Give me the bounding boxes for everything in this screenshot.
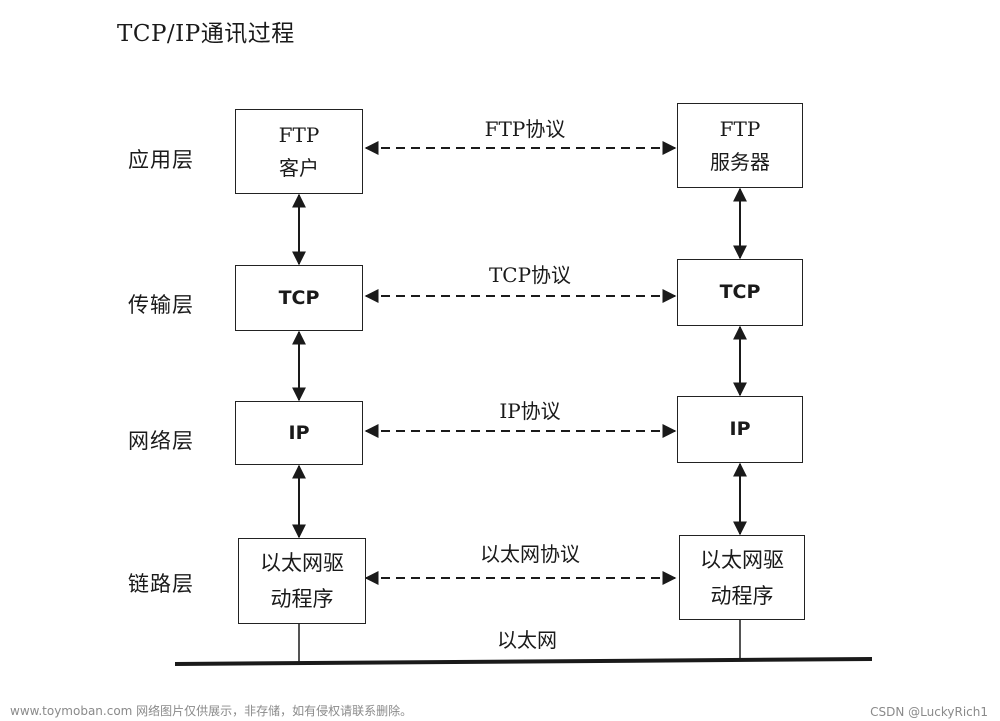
server-tcp-box: TCP — [677, 259, 803, 326]
watermark-author: CSDN @LuckyRich1 — [870, 705, 988, 719]
layer-label-application: 应用层 — [128, 148, 194, 172]
server-ftp-line2: 服务器 — [710, 149, 770, 174]
client-tcp-box: TCP — [235, 265, 363, 331]
layer-label-transport: 传输层 — [128, 293, 194, 317]
client-driver-line2: 动程序 — [270, 587, 334, 611]
protocol-label-ip: IP协议 — [499, 399, 561, 423]
protocol-label-tcp: TCP协议 — [488, 263, 572, 287]
protocol-label-ethernet: 以太网协议 — [480, 542, 580, 566]
server-ftp-box: FTP 服务器 — [677, 103, 803, 188]
server-driver-line1: 以太网驱 — [700, 547, 784, 572]
diagram-title: TCP/IP通讯过程 — [117, 21, 295, 47]
server-driver-line2: 动程序 — [710, 583, 774, 608]
server-ftp-line1: FTP — [719, 116, 761, 141]
client-ip-box: IP — [235, 401, 363, 465]
watermark-source: www.toymoban.com 网络图片仅供展示，非存储，如有侵权请联系删除。 — [10, 704, 413, 718]
server-tcp-label: TCP — [719, 281, 761, 303]
client-ethernet-driver-box: 以太网驱 动程序 — [238, 538, 366, 624]
client-tcp-label: TCP — [278, 286, 320, 309]
ethernet-label: 以太网 — [497, 628, 557, 652]
ethernet-bus — [174, 657, 873, 666]
server-ethernet-driver-box: 以太网驱 动程序 — [679, 535, 805, 620]
client-ftp-box: FTP 客户 — [235, 109, 363, 194]
client-ftp-line2: 客户 — [279, 155, 319, 180]
client-driver-line1: 以太网驱 — [260, 551, 344, 575]
client-ip-label: IP — [288, 421, 310, 444]
protocol-label-ftp: FTP协议 — [484, 117, 566, 141]
client-ftp-line1: FTP — [278, 122, 320, 147]
layer-label-network: 网络层 — [128, 429, 194, 453]
server-ip-label: IP — [729, 418, 751, 440]
layer-label-link: 链路层 — [128, 572, 194, 596]
server-ip-box: IP — [677, 396, 803, 463]
